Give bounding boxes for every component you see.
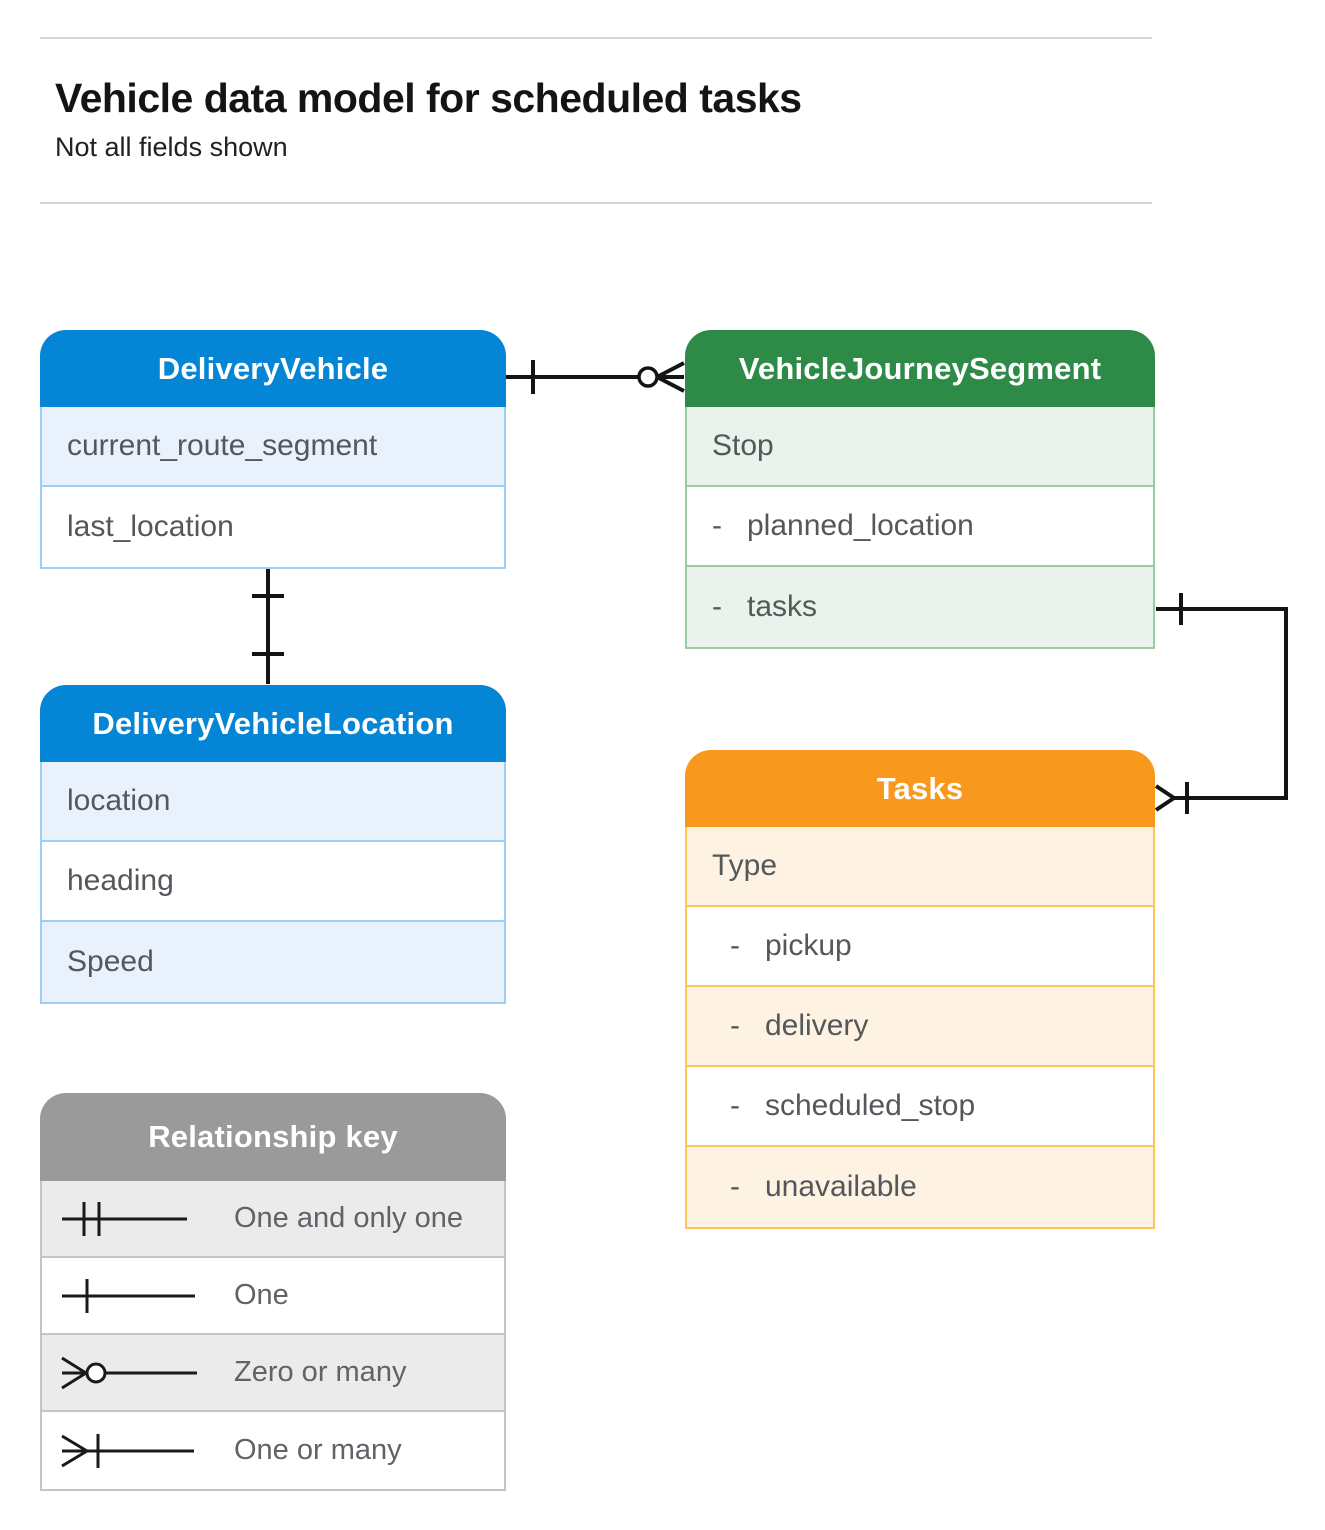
relationship-key-rows: One and only one One Zero or many — [40, 1181, 506, 1491]
connector-deliveryvehicle-deliveryvehiclelocation — [252, 569, 284, 684]
entity-delivery-vehicle-location: DeliveryVehicleLocation location heading… — [40, 685, 506, 1004]
entity-title: VehicleJourneySegment — [685, 330, 1155, 407]
top-divider — [40, 37, 1152, 39]
one-or-many-icon — [61, 1433, 194, 1468]
legend-label: Zero or many — [234, 1356, 407, 1388]
field-row: Stop — [687, 407, 1153, 487]
legend-label: One or many — [234, 1434, 402, 1466]
entity-title: DeliveryVehicle — [40, 330, 506, 407]
zero-or-many-icon — [61, 1356, 197, 1389]
relationship-key-title: Relationship key — [40, 1093, 506, 1181]
connector-deliveryvehicle-vehiclejourneysegment — [506, 360, 685, 394]
field-row: - scheduled_stop — [687, 1067, 1153, 1147]
field-row: - tasks — [687, 567, 1153, 647]
field-row: Type — [687, 827, 1153, 907]
one-and-only-one-icon — [62, 1201, 187, 1236]
page-subtitle: Not all fields shown — [55, 132, 288, 162]
entity-tasks: Tasks Type - pickup - delivery - schedul… — [685, 750, 1155, 1229]
field-row: - pickup — [687, 907, 1153, 987]
field-row: last_location — [67, 510, 234, 543]
entity-fields: current_route_segment last_location — [40, 407, 506, 569]
entity-fields: location heading Speed — [40, 762, 506, 1004]
page-title: Vehicle data model for scheduled tasks — [55, 75, 802, 121]
legend-row: One — [42, 1258, 504, 1335]
field-row: - planned_location — [687, 487, 1153, 567]
legend-row: One and only one — [42, 1181, 504, 1258]
title-divider — [40, 202, 1152, 204]
entity-title: DeliveryVehicleLocation — [40, 685, 506, 762]
entity-vehicle-journey-segment: VehicleJourneySegment Stop - planned_loc… — [685, 330, 1155, 649]
one-icon — [62, 1278, 195, 1313]
legend-label: One and only one — [234, 1202, 463, 1234]
field-row: location — [42, 762, 504, 842]
relationship-key: Relationship key One and only one One — [40, 1093, 506, 1491]
entity-title: Tasks — [685, 750, 1155, 827]
entity-delivery-vehicle: DeliveryVehicle current_route_segment la… — [40, 330, 506, 569]
legend-label: One — [234, 1279, 289, 1311]
field-row: heading — [42, 842, 504, 922]
field-row: - delivery — [687, 987, 1153, 1067]
legend-row: Zero or many — [42, 1335, 504, 1412]
entity-fields: Stop - planned_location - tasks — [685, 407, 1155, 649]
connector-vehiclejourneysegment-tasks — [1154, 593, 1288, 814]
legend-row: One or many — [42, 1412, 504, 1489]
entity-fields: Type - pickup - delivery - scheduled_sto… — [685, 827, 1155, 1229]
field-row: - unavailable — [687, 1147, 1153, 1227]
field-row: current_route_segment — [42, 407, 504, 487]
field-row: Speed — [42, 922, 504, 1002]
